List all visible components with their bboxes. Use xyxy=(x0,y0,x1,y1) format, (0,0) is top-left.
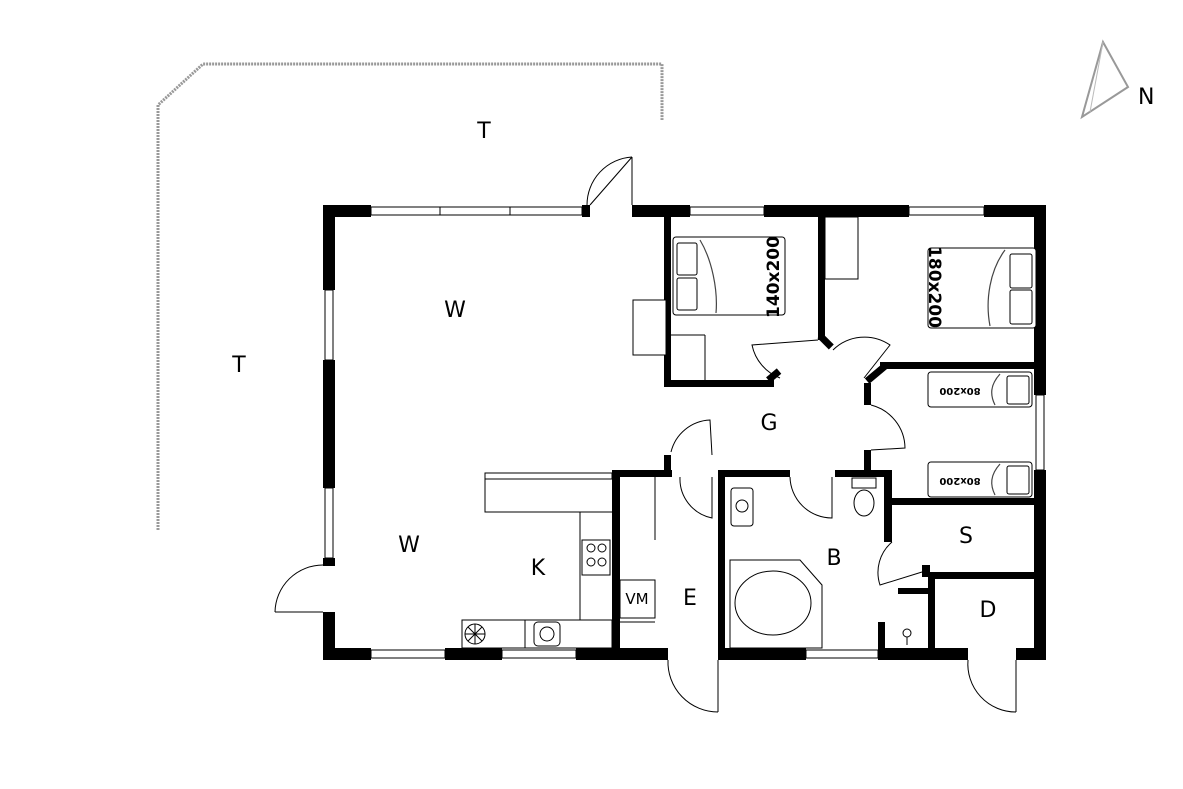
room-label-living-top: W xyxy=(444,298,466,323)
north-arrow-icon xyxy=(1080,39,1130,120)
room-label-entry: E xyxy=(683,586,697,611)
room-label-hall: G xyxy=(760,411,777,436)
room-label-bath: B xyxy=(826,546,841,571)
room-label-storage: S xyxy=(959,524,973,549)
terrace-outline xyxy=(156,62,664,530)
bed-label-140: 140x200 xyxy=(764,236,784,318)
room-label-terrace-top: T xyxy=(476,119,491,144)
bed-label-180: 180x200 xyxy=(924,246,944,328)
door-left xyxy=(274,564,324,613)
room-label-terrace-left: T xyxy=(231,353,246,378)
bed-label-80-b: 80x200 xyxy=(939,475,980,486)
door-closet xyxy=(967,659,1017,713)
north-label: N xyxy=(1138,85,1154,110)
room-label-washer: VM xyxy=(625,590,648,608)
door-top xyxy=(586,156,633,206)
door-entry xyxy=(667,659,719,713)
room-label-living-bottom: W xyxy=(398,533,420,558)
room-label-kitchen: K xyxy=(531,556,546,581)
room-label-closet: D xyxy=(980,598,997,623)
bed-label-80-a: 80x200 xyxy=(939,385,980,396)
